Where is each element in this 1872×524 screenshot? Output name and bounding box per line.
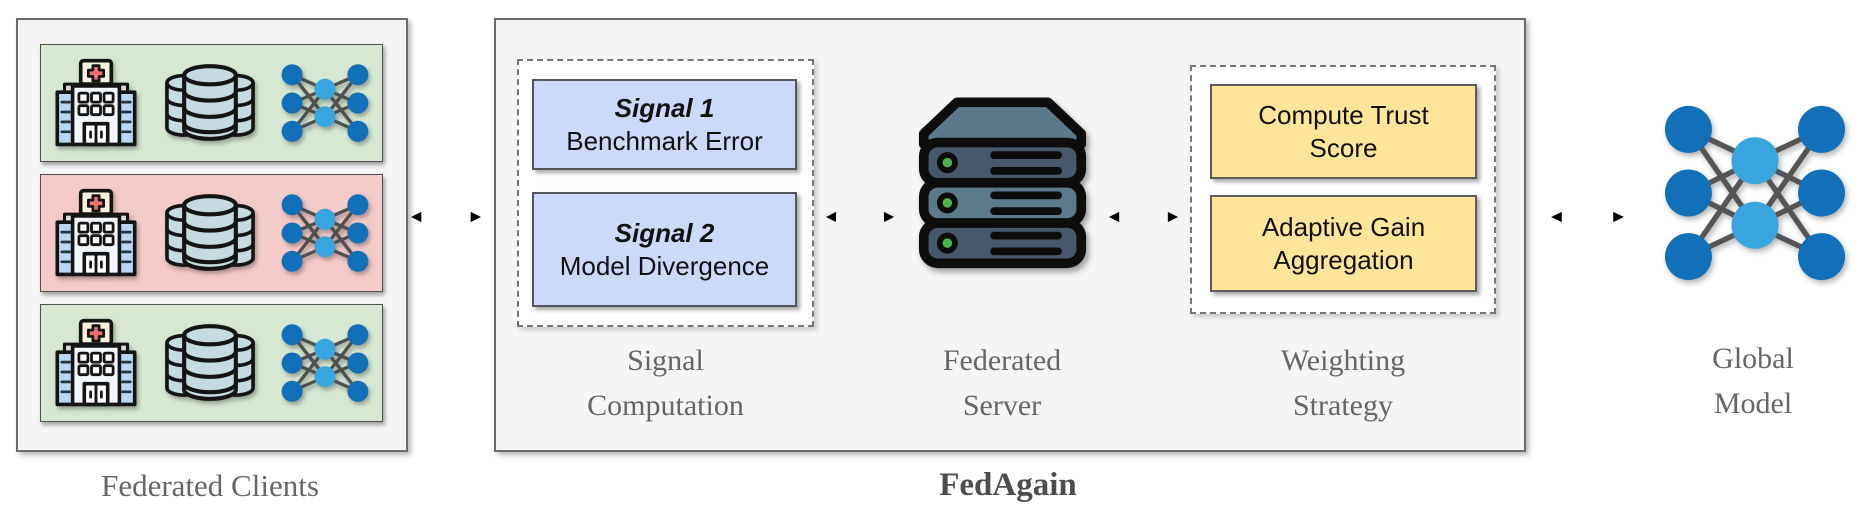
database-icon xyxy=(160,319,260,407)
weighting-strategy-group: Compute Trust Score Adaptive Gain Aggreg… xyxy=(1190,65,1496,314)
signal-2-box: Signal 2 Model Divergence xyxy=(532,192,797,307)
signal-1-box: Signal 1 Benchmark Error xyxy=(532,79,797,170)
signal-1-title: Signal 1 xyxy=(614,92,715,123)
server-weighting-arrow xyxy=(1109,211,1178,223)
federated-clients-panel xyxy=(16,18,408,452)
signal-1-subtitle: Benchmark Error xyxy=(566,125,763,156)
federated-server-caption: Federated Server xyxy=(942,344,1062,422)
client-row-anomalous xyxy=(40,174,383,292)
adaptive-gain-line2: Aggregation xyxy=(1273,244,1414,275)
signal-2-subtitle: Model Divergence xyxy=(559,250,770,281)
client-model-icon xyxy=(279,62,371,144)
client-row-benign xyxy=(40,304,383,422)
compute-trust-line2: Score xyxy=(1309,132,1378,163)
compute-trust-line1: Compute Trust xyxy=(1258,99,1429,130)
client-model-icon xyxy=(279,322,371,404)
client-model-icon xyxy=(279,192,371,274)
federated-clients-caption: Federated Clients xyxy=(101,468,319,503)
fedagain-panel: Signal 1 Benchmark Error Signal 2 Model … xyxy=(494,18,1526,452)
global-model-caption: Global Model xyxy=(1712,342,1794,420)
signal-computation-caption: Signal Computation xyxy=(587,344,744,422)
database-icon xyxy=(160,189,260,277)
signal-2-title: Signal 2 xyxy=(614,217,715,248)
clients-fedagain-arrow xyxy=(411,211,481,223)
global-model-icon xyxy=(1664,105,1846,281)
adaptive-gain-aggregation-box: Adaptive Gain Aggregation xyxy=(1210,195,1477,292)
hospital-icon xyxy=(55,58,137,147)
client-row-benign xyxy=(40,44,383,162)
signals-server-arrow xyxy=(826,211,894,223)
hospital-icon xyxy=(55,318,137,407)
weighting-strategy-caption: Weighting Strategy xyxy=(1280,344,1406,422)
fedagain-title: FedAgain xyxy=(939,467,1077,503)
server-icon xyxy=(918,97,1087,269)
hospital-icon xyxy=(55,188,137,277)
adaptive-gain-line1: Adaptive Gain xyxy=(1261,211,1426,242)
database-icon xyxy=(160,59,260,147)
compute-trust-score-box: Compute Trust Score xyxy=(1210,84,1477,179)
signal-computation-group: Signal 1 Benchmark Error Signal 2 Model … xyxy=(517,59,814,327)
fedagain-global-arrow xyxy=(1551,211,1624,223)
